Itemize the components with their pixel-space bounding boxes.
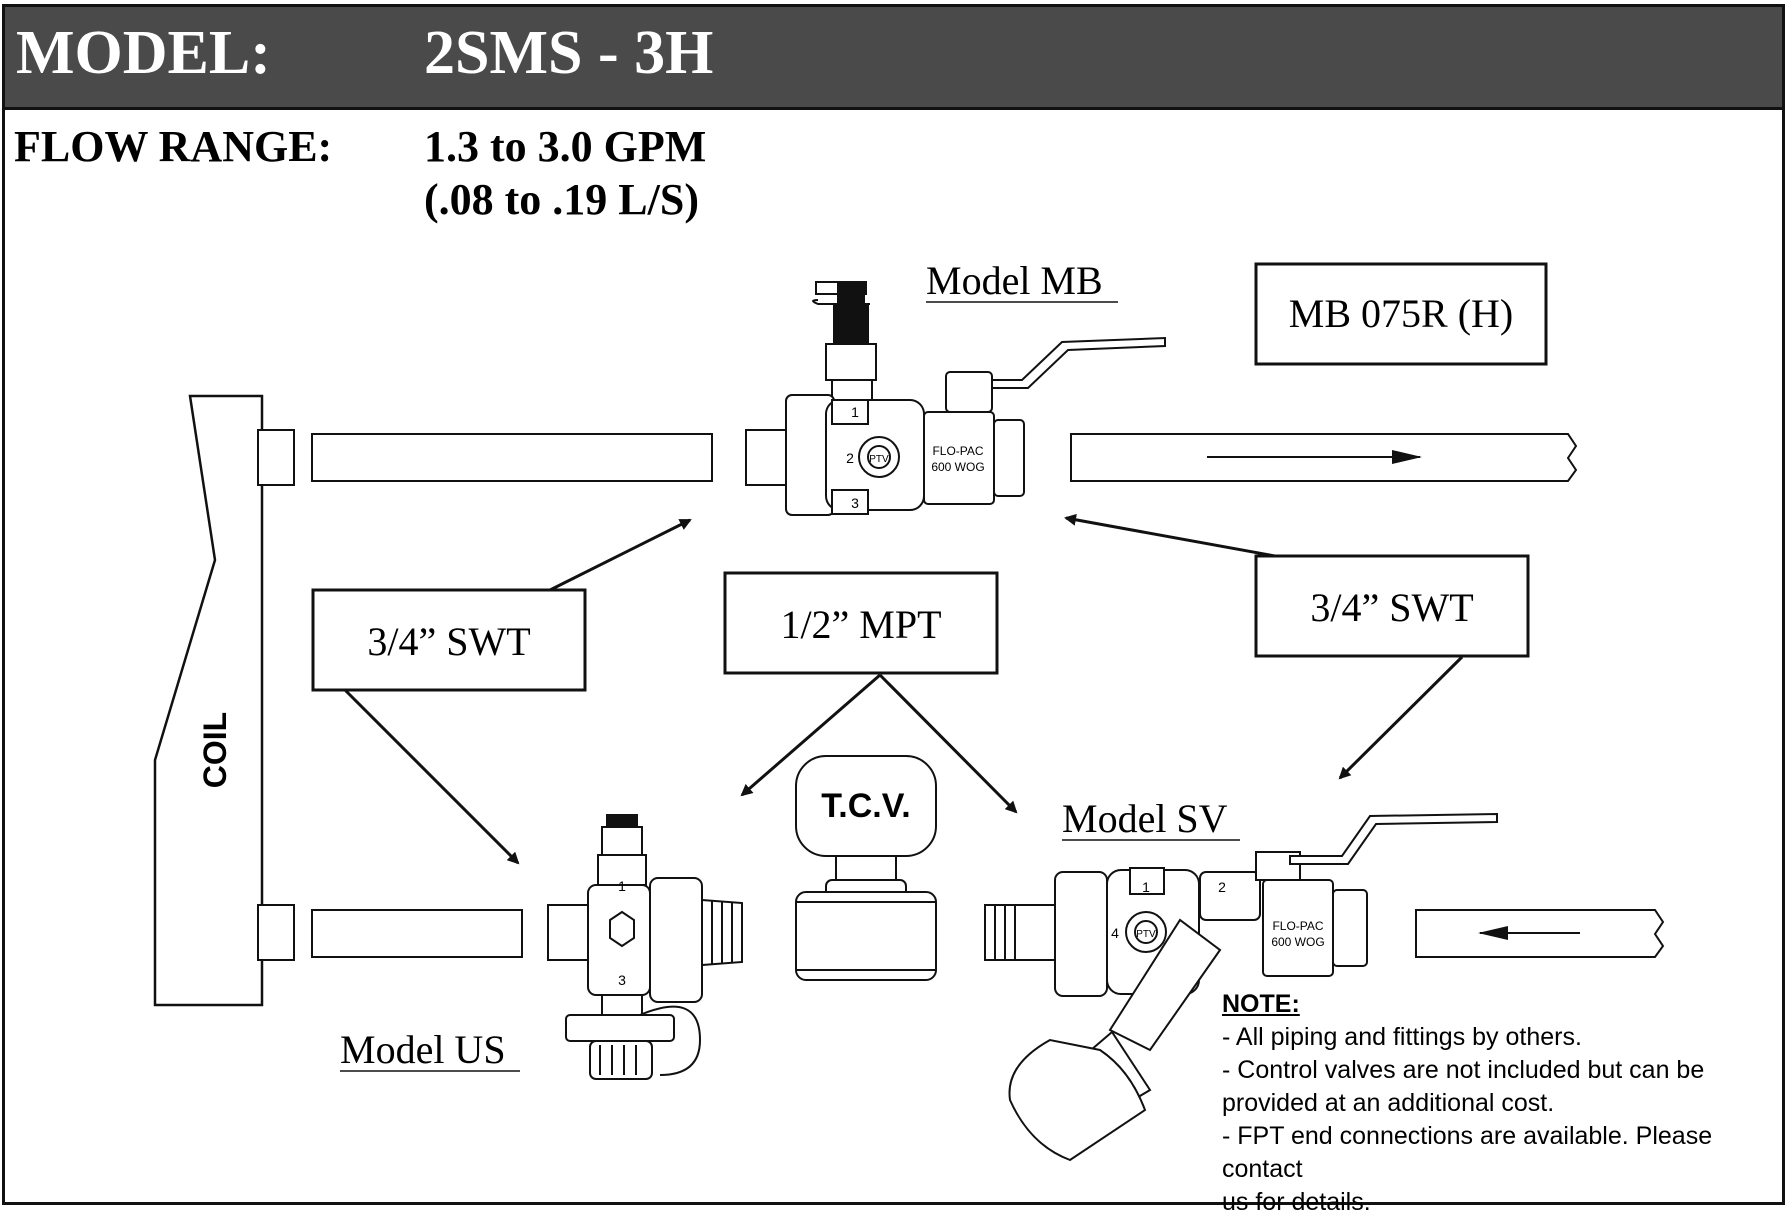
- mb-port-1: 1: [851, 404, 859, 420]
- mb-part-text: MB 075R (H): [1289, 291, 1513, 336]
- tcv-label: T.C.V.: [821, 787, 910, 825]
- leader-arrows: [343, 513, 1464, 865]
- note-line: - FPT end connections are available. Ple…: [1222, 1122, 1713, 1183]
- model-us-label: Model US: [340, 1027, 506, 1072]
- coil: COIL: [153, 394, 295, 1007]
- model-mb-label: Model MB: [926, 258, 1103, 303]
- tcv: [795, 755, 937, 981]
- diagram-frame: [2, 4, 1785, 1205]
- note-line: provided at an additional cost.: [1222, 1089, 1555, 1117]
- sv-ptv-text: PTV: [1136, 929, 1156, 940]
- pipes: [311, 429, 1665, 961]
- swt-left-text: 3/4” SWT: [367, 619, 530, 664]
- sv-body-text-2: 600 WOG: [1271, 935, 1324, 949]
- sv-body-text-1: FLO-PAC: [1272, 919, 1323, 933]
- header-bar: [5, 7, 1782, 110]
- mb-body-text-1: FLO-PAC: [932, 444, 983, 458]
- flow-range-gpm: 1.3 to 3.0 GPM: [424, 122, 707, 171]
- sv-port-1: 1: [1142, 879, 1150, 895]
- mpt-center-text: 1/2” MPT: [780, 602, 941, 647]
- us-port-1: 1: [618, 878, 626, 894]
- mb-part-box: [1254, 262, 1548, 366]
- model-value: 2SMS - 3H: [424, 19, 714, 87]
- mb-ptv-text: PTV: [869, 454, 889, 465]
- model-mb-valve: [785, 281, 1166, 516]
- sv-port-4: 4: [1111, 925, 1119, 941]
- flow-range-label: FLOW RANGE:: [14, 122, 333, 171]
- notes-block: NOTE: - All piping and fittings by other…: [1222, 988, 1789, 1219]
- model-label: MODEL:: [16, 19, 271, 87]
- swt-left-box: [311, 588, 587, 692]
- swt-right-box: [1254, 554, 1530, 658]
- model-sv-valve: [984, 812, 1498, 1162]
- sv-port-2: 2: [1218, 879, 1226, 895]
- note-title: NOTE:: [1222, 990, 1300, 1018]
- note-line: us for details.: [1222, 1188, 1371, 1216]
- us-port-3: 3: [618, 972, 626, 988]
- note-line: - All piping and fittings by others.: [1222, 1023, 1582, 1051]
- mb-port-3: 3: [851, 495, 859, 511]
- model-sv-label: Model SV: [1062, 796, 1228, 841]
- swt-right-text: 3/4” SWT: [1310, 585, 1473, 630]
- mb-body-text-2: 600 WOG: [931, 460, 984, 474]
- coil-label: COIL: [197, 712, 233, 788]
- note-line: - Control valves are not included but ca…: [1222, 1056, 1705, 1084]
- flow-range-ls: (.08 to .19 L/S): [424, 175, 699, 224]
- model-us-valve: [565, 814, 743, 1080]
- mpt-center-box: [723, 571, 999, 675]
- mb-port-2: 2: [846, 450, 854, 466]
